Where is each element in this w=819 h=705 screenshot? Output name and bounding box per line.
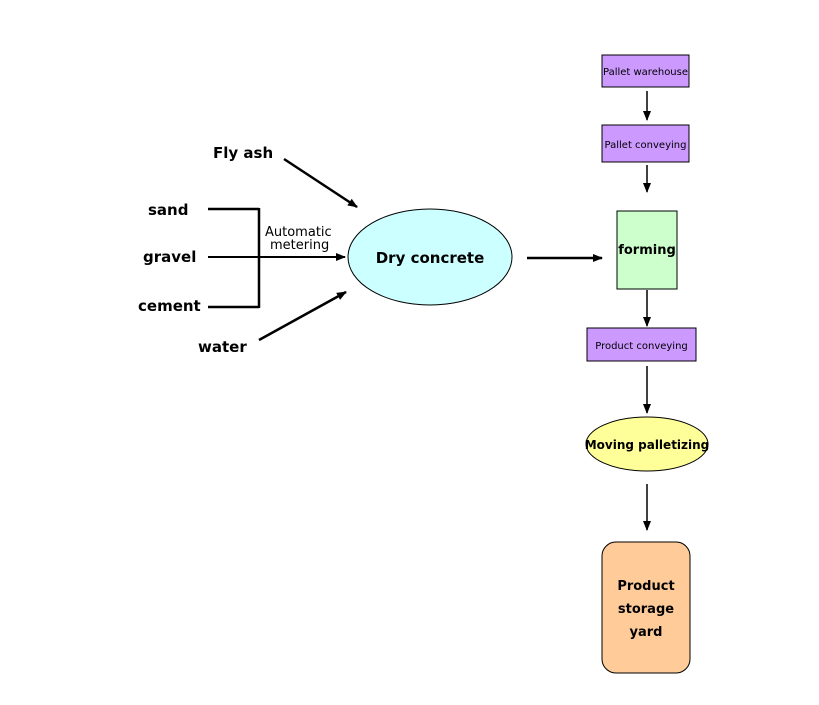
forming-node: forming	[616, 210, 678, 290]
product-conveying-node: Product conveying	[586, 327, 697, 362]
fly-ash-arrow	[283, 157, 358, 209]
fly-ash-label: Fly ash	[213, 144, 273, 162]
product-storage-yard-node: Product storage yard	[601, 541, 691, 674]
moving-palletizing-node: Moving palletizing	[585, 416, 710, 472]
pallet-conveying-node: Pallet conveying	[601, 124, 690, 163]
water-label: water	[198, 338, 247, 356]
pallet-conveying-label: Pallet conveying	[605, 140, 687, 151]
storage-label-line3: yard	[630, 625, 663, 640]
sand-label: sand	[148, 201, 188, 219]
metering-label-line1: Automatic	[265, 225, 332, 240]
dry-concrete-node: Dry concrete	[347, 208, 513, 306]
gravel-label: gravel	[143, 248, 196, 266]
moving-palletizing-label: Moving palletizing	[585, 438, 710, 452]
forming-label: forming	[618, 243, 676, 258]
pallet-warehouse-label: Pallet warehouse	[603, 67, 688, 78]
dry-concrete-label: Dry concrete	[376, 249, 485, 267]
metering-label-line2: metering	[270, 238, 329, 253]
cement-label: cement	[138, 297, 201, 315]
storage-label-line2: storage	[618, 602, 674, 617]
water-arrow	[258, 290, 347, 342]
product-conveying-label: Product conveying	[595, 341, 688, 352]
storage-label-line1: Product	[617, 579, 674, 594]
pallet-warehouse-node: Pallet warehouse	[601, 54, 690, 88]
